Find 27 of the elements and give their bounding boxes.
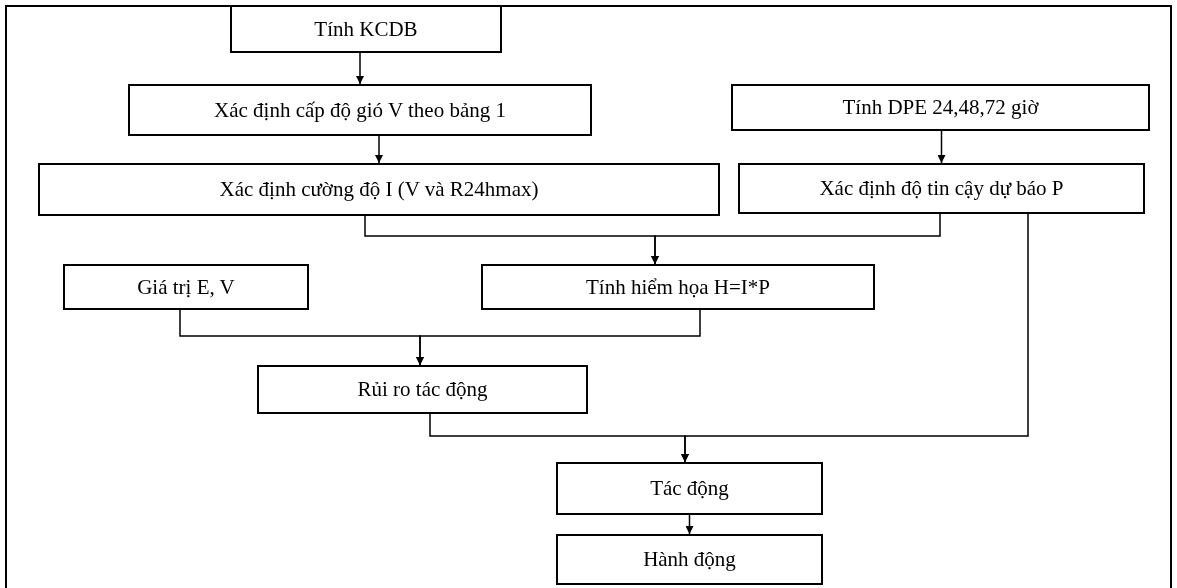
process-box	[738, 163, 1145, 214]
arrow	[681, 213, 1029, 463]
arrow	[685, 514, 694, 535]
process-box	[128, 84, 592, 136]
box-label: Tính KCDB	[314, 16, 418, 42]
box-label: Xác định cường độ I (V và R24hmax)	[219, 177, 539, 202]
box-label: Tính DPE 24,48,72 giờ	[842, 95, 1039, 120]
process-box	[257, 365, 588, 414]
process-box	[63, 264, 309, 310]
process-box	[731, 84, 1150, 131]
process-box	[38, 163, 720, 216]
arrow	[416, 309, 701, 366]
arrow	[375, 135, 383, 164]
process-box	[481, 264, 875, 310]
process-box	[556, 462, 823, 515]
arrow	[937, 130, 946, 164]
box-label: Rủi ro tác động	[357, 377, 488, 402]
arrow	[356, 52, 364, 85]
box-label: Xác định độ tin cậy dự báo P	[819, 176, 1064, 201]
process-box	[556, 534, 823, 585]
box-label: Giá trị E, V	[137, 274, 235, 300]
arrow	[651, 213, 941, 265]
box-label: Xác định cấp độ gió V theo bảng 1	[214, 97, 506, 123]
box-label: Hành động	[643, 547, 736, 572]
box-label: Tác động	[650, 476, 729, 501]
box-label: Tính hiểm họa H=I*P	[586, 274, 770, 300]
process-box	[230, 5, 502, 53]
